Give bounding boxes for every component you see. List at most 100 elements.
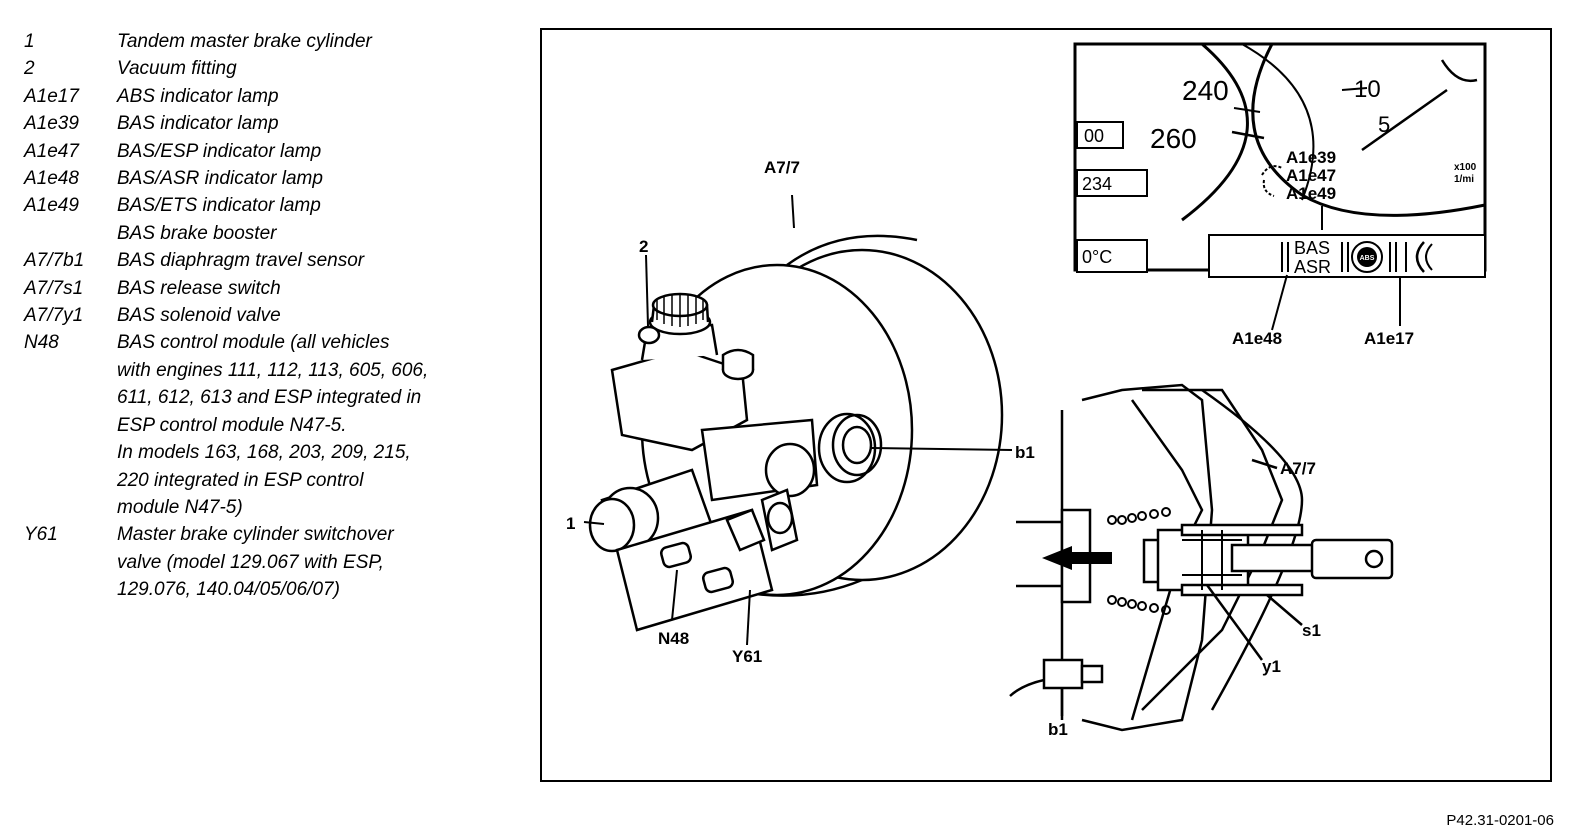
legend-key: 2 xyxy=(24,58,35,80)
legend-text: BAS/ASR indicator lamp xyxy=(117,168,323,190)
callout-a7-7-section: A7/7 xyxy=(1280,459,1316,478)
legend-key: A1e49 xyxy=(24,195,79,217)
legend-key xyxy=(24,439,117,466)
brake-booster-diagram: A7/7 2 1 b1 N48 Y61 240 260 10 5 x100 1/… xyxy=(566,42,1487,739)
callout-y61: Y61 xyxy=(732,647,762,666)
legend-text: In models 163, 168, 203, 209, 215, xyxy=(117,442,411,464)
display-mid: 234 xyxy=(1082,174,1112,194)
legend-text: BAS solenoid valve xyxy=(117,305,281,327)
legend-row: module N47-5) xyxy=(24,494,504,521)
legend-row: 220 integrated in ESP control xyxy=(24,467,504,494)
label-a1e48: A1e48 xyxy=(1232,329,1282,348)
legend-key xyxy=(24,384,117,411)
legend-row: A1e47 BAS/ESP indicator lamp xyxy=(24,138,504,165)
svg-text:ABS: ABS xyxy=(1360,255,1375,262)
legend-text: 220 integrated in ESP control xyxy=(117,469,364,491)
legend-key: A1e39 xyxy=(24,113,79,135)
main-leader-lines xyxy=(583,194,1013,646)
legend-key: Y61 xyxy=(24,524,58,546)
legend-row: A7/7y1 BAS solenoid valve xyxy=(24,302,504,329)
legend-text: Tandem master brake cylinder xyxy=(117,31,372,52)
label-a1e47: A1e47 xyxy=(1286,166,1336,185)
rpm-label-5: 5 xyxy=(1378,112,1390,137)
legend-key: N48 xyxy=(24,332,59,354)
legend-text: Vacuum fitting xyxy=(117,58,237,80)
speed-label-260: 260 xyxy=(1150,123,1197,154)
legend-key xyxy=(24,549,117,576)
legend-text: module N47-5) xyxy=(117,496,243,518)
section-callouts: A7/7 s1 y1 b1 xyxy=(1048,459,1321,739)
legend-text: ABS indicator lamp xyxy=(117,85,279,107)
legend-row: A1e39 BAS indicator lamp xyxy=(24,110,504,137)
legend-key: A1e48 xyxy=(24,168,79,190)
display-top: 00 xyxy=(1084,126,1104,146)
legend-row: BAS brake booster xyxy=(24,220,504,247)
legend-key xyxy=(24,576,117,603)
legend-row: A7/7s1 BAS release switch xyxy=(24,275,504,302)
legend-row: ESP control module N47-5. xyxy=(24,412,504,439)
rpm-unit-top: x100 xyxy=(1454,162,1477,173)
legend-key xyxy=(24,220,117,247)
legend-text: with engines 111, 112, 113, 605, 606, xyxy=(117,359,429,381)
instrument-cluster-inset: 240 260 10 5 x100 1/mi 00 234 0°C A1e39 … xyxy=(1073,42,1487,348)
legend-row: A7/7b1 BAS diaphragm travel sensor xyxy=(24,247,504,274)
figure-number: P42.31-0201-06 xyxy=(1446,812,1554,829)
legend-text: BAS/ETS indicator lamp xyxy=(117,195,321,217)
legend-key: A7/7b1 xyxy=(24,250,85,272)
legend-text: BAS/ESP indicator lamp xyxy=(117,140,322,162)
legend-row: with engines 111, 112, 113, 605, 606, xyxy=(24,357,504,384)
lamp-bas: BAS xyxy=(1294,238,1330,258)
callout-y1: y1 xyxy=(1262,657,1281,676)
legend-text: BAS release switch xyxy=(117,277,281,299)
legend-row: A1e49 BAS/ETS indicator lamp xyxy=(24,192,504,219)
legend-text: valve (model 129.067 with ESP, xyxy=(117,551,384,573)
speed-label-240: 240 xyxy=(1182,75,1229,106)
legend-key: A7/7s1 xyxy=(24,277,84,299)
abs-lamp-icon: ABS xyxy=(1351,241,1383,273)
lamp-asr: ASR xyxy=(1294,257,1331,277)
legend-row: In models 163, 168, 203, 209, 215, xyxy=(24,439,504,466)
callout-1: 1 xyxy=(566,514,575,533)
callout-2: 2 xyxy=(639,237,648,256)
legend-text: 611, 612, 613 and ESP integrated in xyxy=(117,387,422,409)
rpm-unit-bottom: 1/mi xyxy=(1454,174,1474,185)
legend-list: 1 Tandem master brake cylinder 2 Vacuum fit… xyxy=(24,28,504,604)
legend-row: 2 Vacuum fitting xyxy=(24,55,504,82)
legend-text: BAS brake booster xyxy=(117,222,277,244)
legend-key xyxy=(24,494,117,521)
flow-arrow xyxy=(1042,546,1112,570)
legend-key xyxy=(24,357,117,384)
legend-key: A1e17 xyxy=(24,85,79,107)
label-a1e49: A1e49 xyxy=(1286,184,1336,203)
legend-row: valve (model 129.067 with ESP, xyxy=(24,549,504,576)
legend-row: N48 BAS control module (all vehicles xyxy=(24,329,504,356)
legend-text: BAS control module (all vehicles xyxy=(117,332,390,354)
legend-key: A1e47 xyxy=(24,140,79,162)
legend-key xyxy=(24,412,117,439)
legend-key: A7/7y1 xyxy=(24,305,84,327)
legend-text: Master brake cylinder switchover xyxy=(117,524,394,546)
callout-a7-7: A7/7 xyxy=(764,158,800,177)
legend-text: 129.076, 140.04/05/06/07) xyxy=(117,579,340,601)
legend-row: A1e48 BAS/ASR indicator lamp xyxy=(24,165,504,192)
label-a1e39: A1e39 xyxy=(1286,148,1336,167)
display-temp: 0°C xyxy=(1082,247,1112,267)
legend-text: BAS indicator lamp xyxy=(117,113,279,135)
callout-n48: N48 xyxy=(658,629,689,648)
callout-b1: b1 xyxy=(1015,443,1035,462)
illustration-panel: A7/7 2 1 b1 N48 Y61 240 260 10 5 x100 1/… xyxy=(540,28,1552,782)
legend-row: Y61 Master brake cylinder switchover xyxy=(24,521,504,548)
legend-key xyxy=(24,467,117,494)
legend-row: 1 Tandem master brake cylinder xyxy=(24,28,504,55)
legend-key: 1 xyxy=(24,31,35,52)
main-callouts: A7/7 2 1 b1 N48 Y61 xyxy=(566,158,1035,666)
legend-row: A1e17 ABS indicator lamp xyxy=(24,83,504,110)
legend-row: 611, 612, 613 and ESP integrated in xyxy=(24,384,504,411)
callout-b1-section: b1 xyxy=(1048,720,1068,739)
legend-text: BAS diaphragm travel sensor xyxy=(117,250,365,272)
legend-text: ESP control module N47-5. xyxy=(117,414,347,436)
label-a1e17: A1e17 xyxy=(1364,329,1414,348)
legend-row: 129.076, 140.04/05/06/07) xyxy=(24,576,504,603)
brake-booster-assembly xyxy=(588,234,1004,632)
booster-sectional-view xyxy=(1009,383,1394,732)
